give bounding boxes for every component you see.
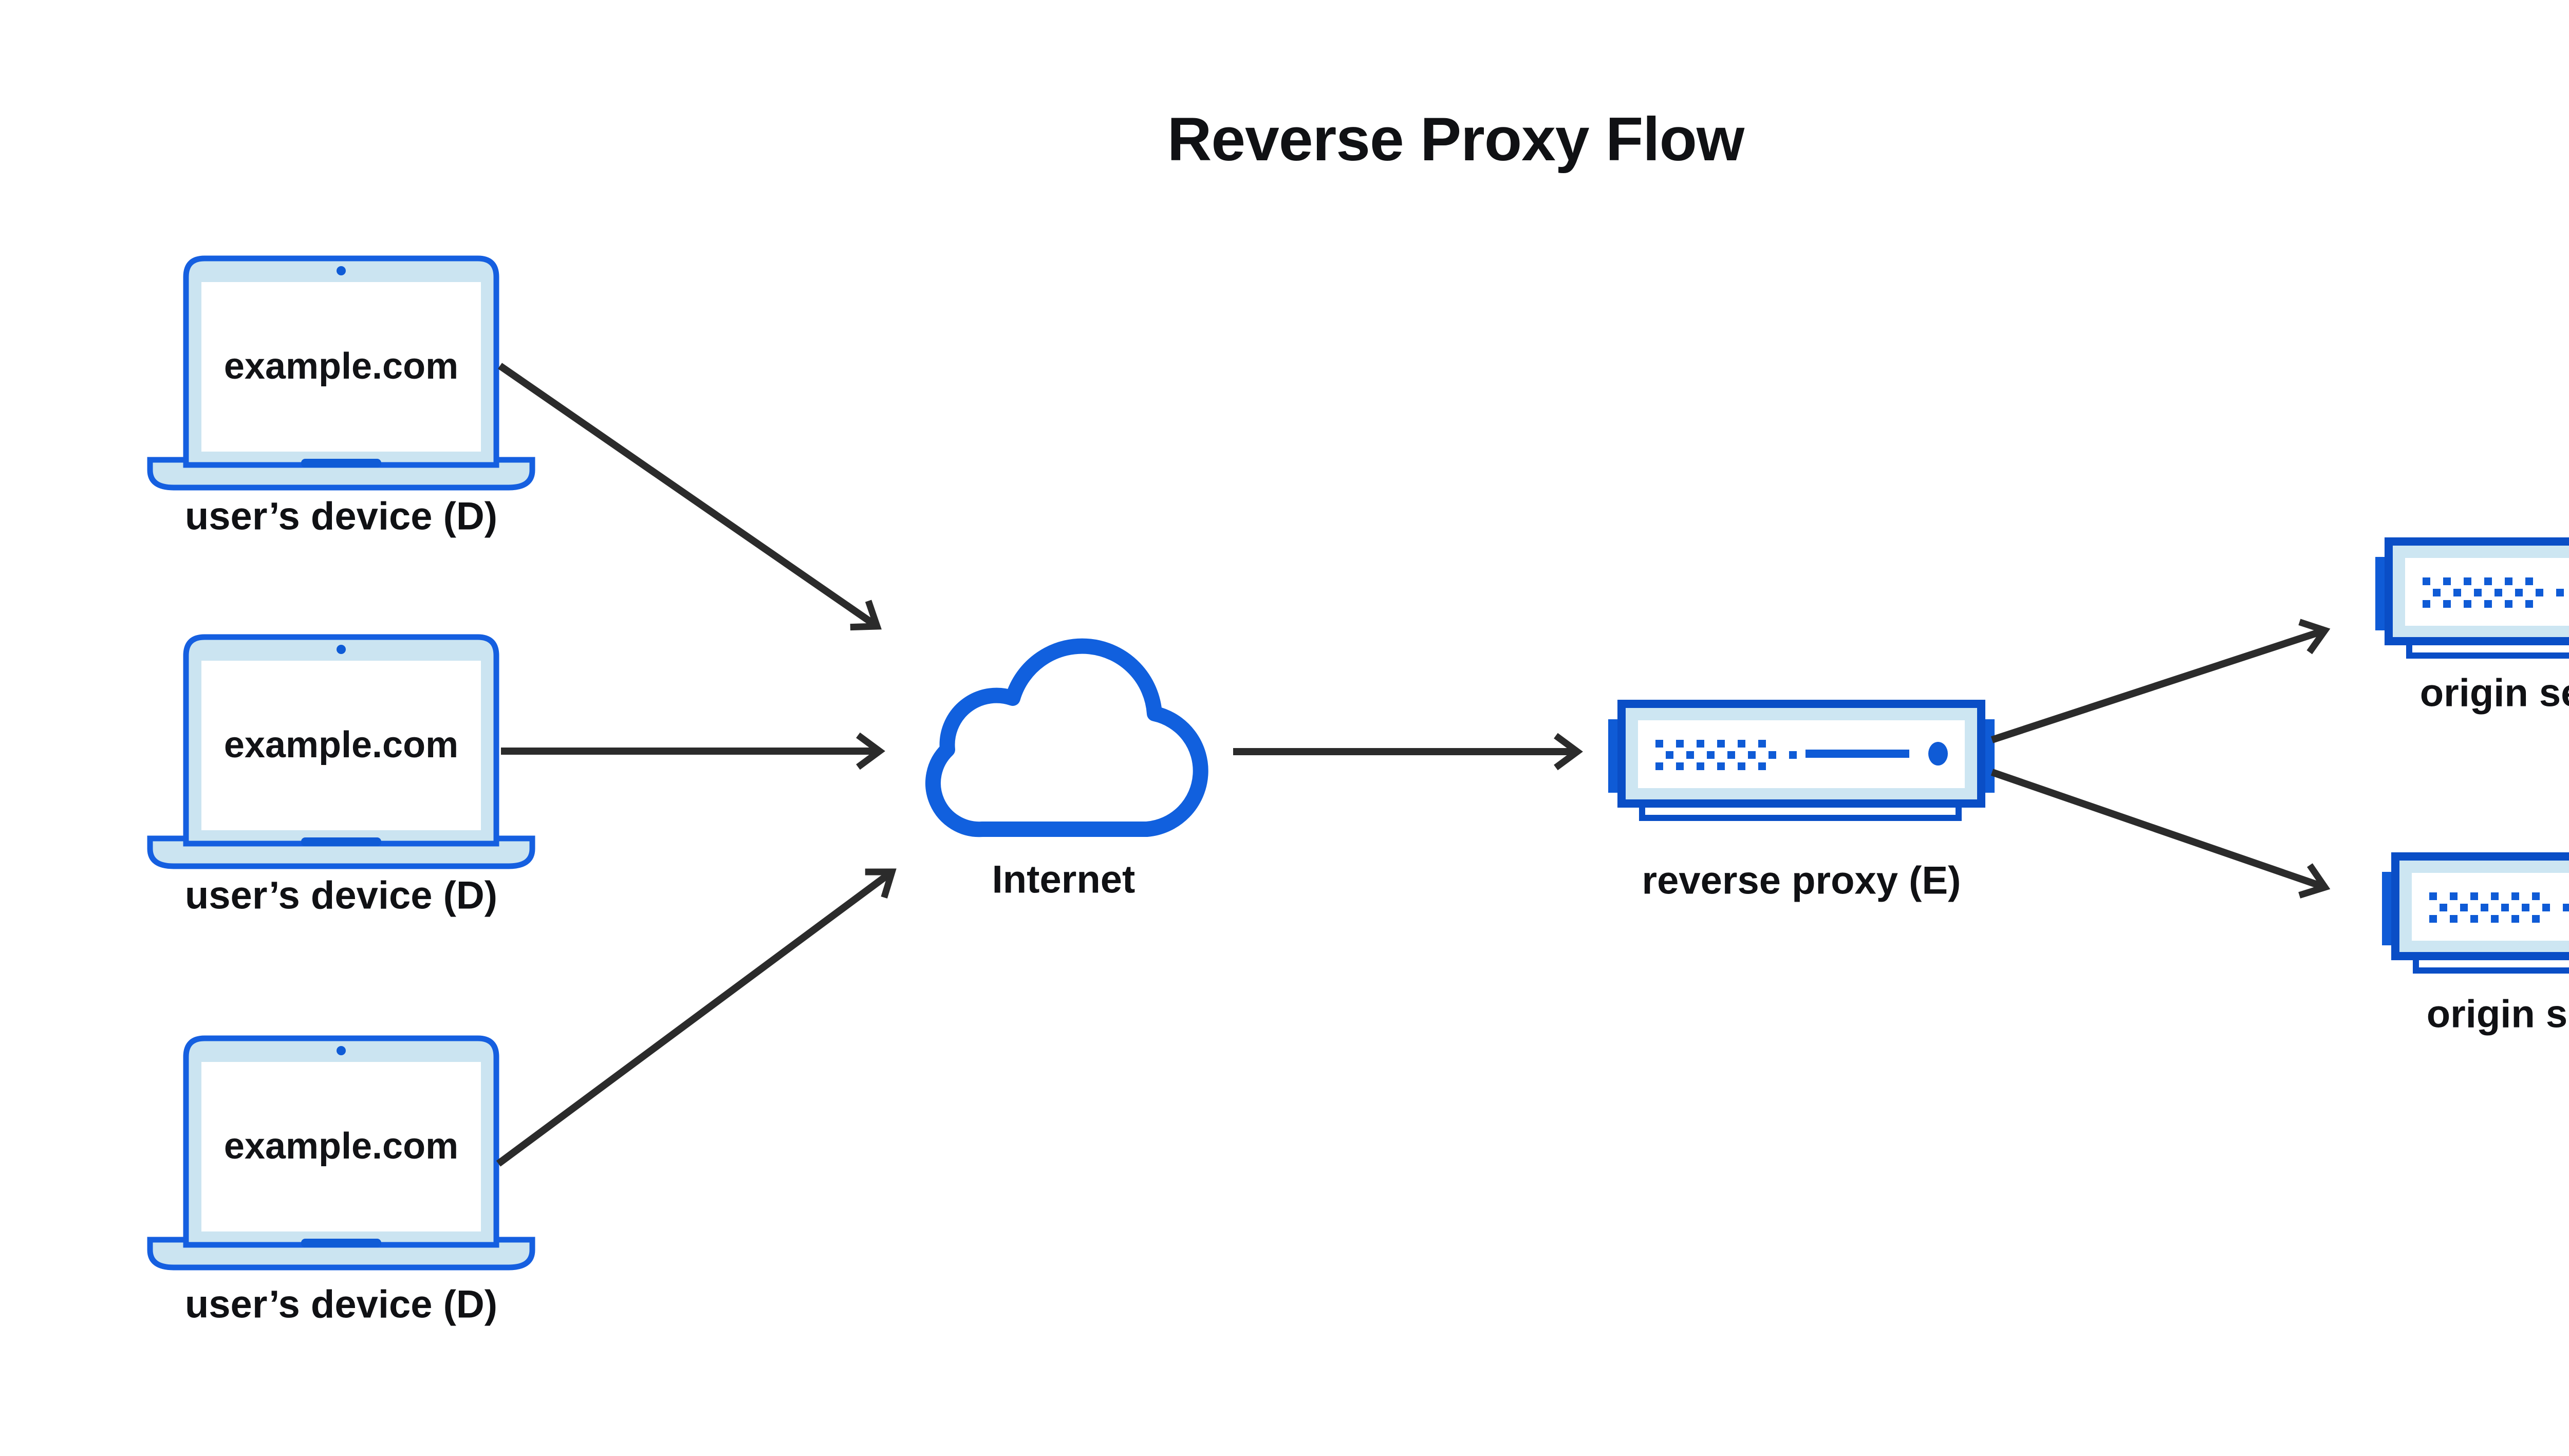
internet-node: [925, 638, 1208, 837]
user-device-1: example.com: [150, 258, 532, 488]
arrow-device1-to-internet: [498, 363, 882, 631]
server-icon: [2375, 542, 2569, 656]
reverse-proxy-label: reverse proxy (E): [1642, 859, 1961, 903]
user-device-3: example.com: [150, 1038, 532, 1267]
diagram-title: Reverse Proxy Flow: [1167, 105, 1745, 174]
cloud-icon: [925, 638, 1208, 837]
internet-label: Internet: [992, 858, 1135, 902]
arrow-proxy-to-origin1: [1990, 619, 2331, 743]
arrow-proxy-to-origin2: [1990, 769, 2331, 899]
origin-server-2-label: origin server (F): [2427, 993, 2569, 1036]
origin-server-1-node: [2375, 542, 2569, 656]
device-screen-url: example.com: [224, 724, 458, 766]
origin-server-2-node: [2382, 856, 2569, 970]
server-icon: [1608, 704, 1995, 818]
arrow-device3-to-internet: [496, 868, 897, 1167]
device-screen-url: example.com: [224, 1126, 458, 1167]
device-screen-url: example.com: [224, 346, 458, 387]
server-icon: [2382, 856, 2569, 970]
reverse-proxy-node: [1608, 704, 1995, 818]
origin-server-1-label: origin server (F): [2420, 671, 2569, 715]
user-device-1-label: user’s device (D): [185, 495, 497, 538]
user-device-2-label: user’s device (D): [185, 874, 497, 918]
user-device-2: example.com: [150, 637, 532, 866]
user-device-3-label: user’s device (D): [185, 1283, 497, 1327]
